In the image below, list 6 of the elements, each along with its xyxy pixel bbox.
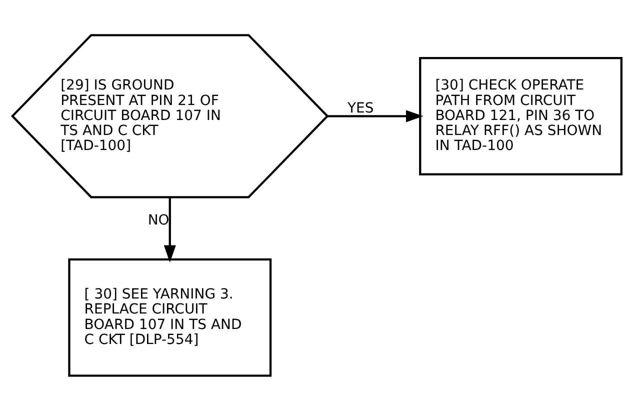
- node-box: [30] CHECK OPERATE PATH FROM CIRCUIT BOARD 121, PIN 36 TO RELAY RFF() AS SHOWN IN TAD-100: [419, 56, 622, 175]
- node-box: [ 30] SEE YARNING 3. REPLACE CIRCUIT BOARD 107 IN TS AND C CKT [DLP-554]: [68, 258, 272, 376]
- edge-label: NO: [148, 212, 170, 228]
- arrow: [164, 196, 176, 262]
- arrow: [328, 110, 424, 122]
- edge-label: YES: [348, 100, 374, 116]
